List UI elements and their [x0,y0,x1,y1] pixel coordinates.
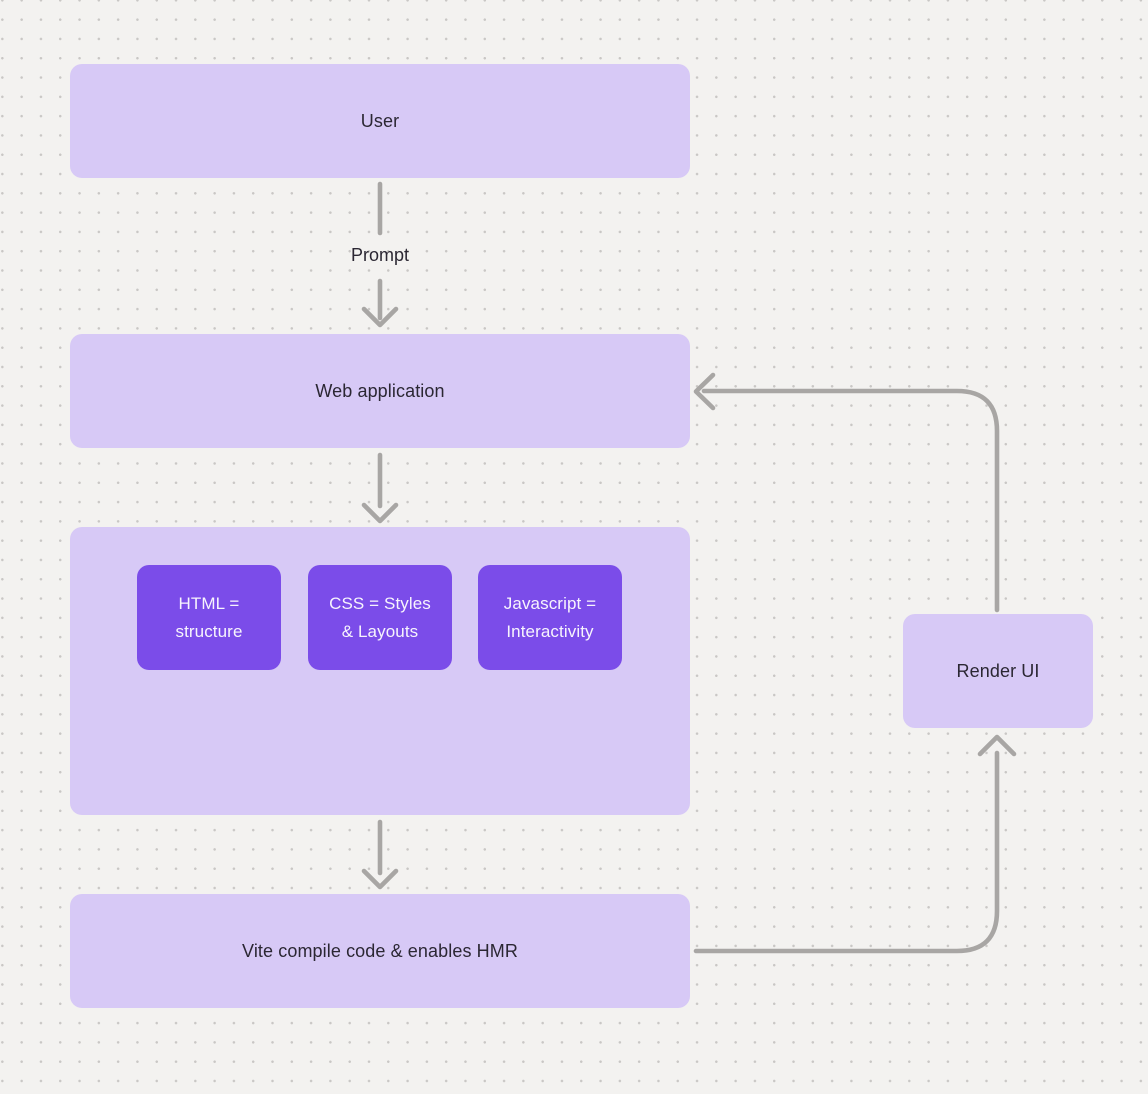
node-javascript-label: Javascript = Interactivity [503,593,597,641]
arrowhead-render-to-webapp [693,372,716,411]
node-components-group[interactable]: HTML = structure CSS = Styles & Layouts … [70,527,690,815]
arrow-vite-to-render [693,750,1000,954]
node-user[interactable]: User [70,64,690,178]
edge-label-prompt: Prompt [350,245,410,265]
node-css-label: CSS = Styles & Layouts [329,593,431,641]
node-render-ui[interactable]: Render UI [903,614,1093,728]
arrowhead-user-to-webapp [361,306,399,328]
node-web-application-label: Web application [315,380,445,401]
node-css[interactable]: CSS = Styles & Layouts [308,565,452,670]
arrowhead-webapp-to-components [361,502,399,524]
node-html-label: HTML = structure [175,593,243,641]
node-html[interactable]: HTML = structure [137,565,281,670]
arrow-render-to-webapp [701,388,1000,613]
node-vite-label: Vite compile code & enables HMR [242,940,518,961]
arrowhead-components-to-vite [361,868,399,890]
node-web-application[interactable]: Web application [70,334,690,448]
node-render-ui-label: Render UI [956,660,1040,681]
node-javascript[interactable]: Javascript = Interactivity [478,565,622,670]
node-vite[interactable]: Vite compile code & enables HMR [70,894,690,1008]
node-user-label: User [360,110,400,131]
arrowhead-vite-to-render [977,734,1017,757]
